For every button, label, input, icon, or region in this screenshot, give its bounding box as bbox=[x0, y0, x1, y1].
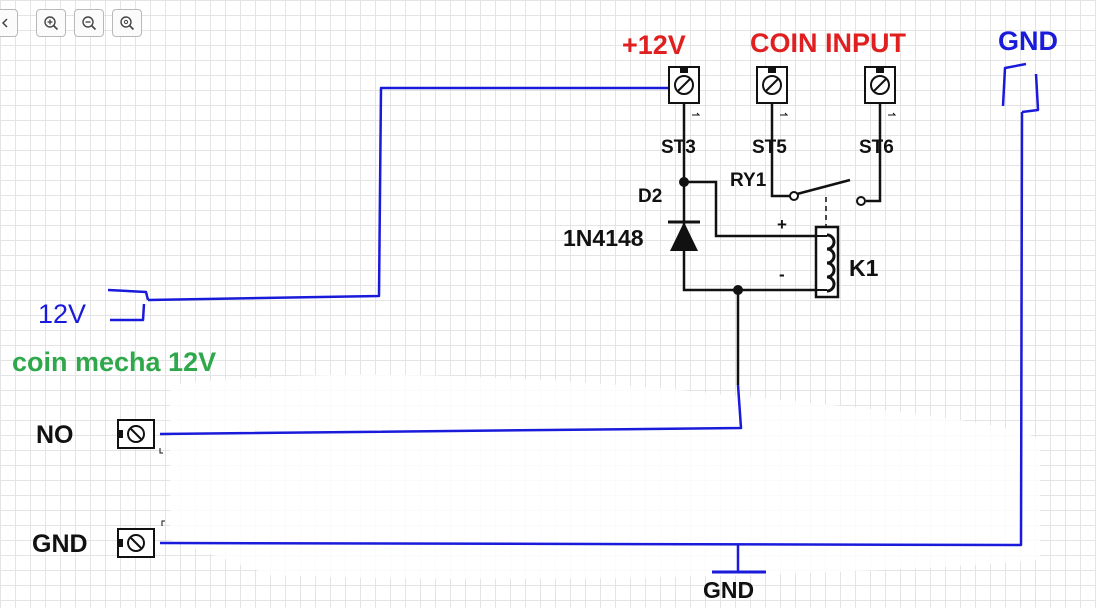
terminal-st3 bbox=[668, 66, 700, 104]
blue-wires bbox=[107, 62, 1040, 574]
back-button[interactable] bbox=[0, 9, 18, 37]
zoom-out-button[interactable] bbox=[74, 9, 104, 37]
zoom-in-button[interactable] bbox=[36, 9, 66, 37]
junction-dot-top bbox=[679, 177, 689, 187]
chevron-left-icon bbox=[1, 18, 8, 28]
zoom-out-icon bbox=[82, 16, 97, 31]
label-st3: ST3 bbox=[661, 137, 696, 158]
label-k1: K1 bbox=[849, 255, 879, 281]
terminal-st6 bbox=[864, 66, 896, 104]
label-12v-left: 12V bbox=[38, 299, 86, 329]
label-gnd-bottom: GND bbox=[703, 577, 754, 603]
label-coin-mecha: coin mecha 12V bbox=[12, 347, 216, 377]
black-wires bbox=[682, 103, 882, 385]
zoom-in-icon bbox=[44, 16, 59, 31]
terminal-gnd bbox=[117, 528, 155, 558]
label-plus12v: +12V bbox=[622, 30, 686, 60]
terminal-no bbox=[117, 419, 155, 449]
label-gnd-left: GND bbox=[32, 530, 88, 558]
zoom-reset-button[interactable] bbox=[112, 9, 142, 37]
relay-switch-ry1 bbox=[789, 178, 866, 226]
diode-d2 bbox=[668, 220, 700, 251]
label-st6: ST6 bbox=[859, 137, 894, 158]
label-no: NO bbox=[36, 421, 74, 449]
label-plus-sign: + bbox=[777, 215, 787, 234]
label-ry1: RY1 bbox=[730, 170, 767, 191]
relay-coil-k1 bbox=[814, 225, 840, 299]
label-st5: ST5 bbox=[752, 137, 787, 158]
terminal-st5 bbox=[756, 66, 788, 104]
label-gnd-top: GND bbox=[998, 26, 1058, 56]
zoom-fit-icon bbox=[120, 16, 135, 31]
label-minus-sign: - bbox=[779, 265, 785, 284]
eraser-overlay bbox=[170, 374, 1040, 580]
junction-dot-bottom bbox=[733, 285, 743, 295]
pin-marks bbox=[159, 112, 897, 526]
label-d2: D2 bbox=[638, 186, 662, 207]
label-coin-input: COIN INPUT bbox=[750, 28, 907, 58]
label-1n4148: 1N4148 bbox=[563, 225, 644, 251]
